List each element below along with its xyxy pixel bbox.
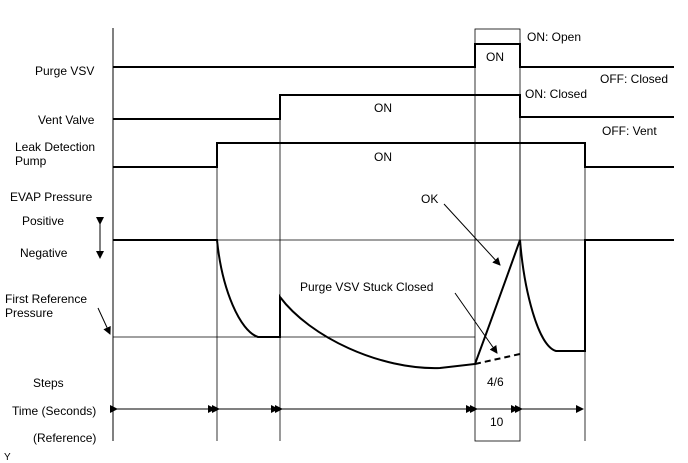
corner-mark: Y xyxy=(4,452,11,463)
steps-value: 4/6 xyxy=(487,375,504,389)
first-reference-pointer xyxy=(97,307,111,335)
vent-off-state: OFF: Vent xyxy=(602,124,657,138)
pump-waveform xyxy=(113,142,674,168)
stuck-closed-pointer xyxy=(454,292,498,354)
label-vent-valve: Vent Valve xyxy=(38,113,95,127)
vent-valve-waveform xyxy=(113,94,674,120)
purge-off-state: OFF: Closed xyxy=(600,72,668,86)
label-leak-detection-pump-line2: Pump xyxy=(15,154,47,168)
label-steps: Steps xyxy=(33,376,64,390)
vent-on-label: ON xyxy=(374,101,392,115)
pump-on-label: ON xyxy=(374,150,392,164)
label-positive: Positive xyxy=(22,214,64,228)
label-evap-pressure: EVAP Pressure xyxy=(10,190,93,204)
label-reference: (Reference) xyxy=(33,431,96,445)
label-negative: Negative xyxy=(20,246,68,260)
stuck-closed-dashed-line xyxy=(474,353,521,365)
stuck-closed-annotation: Purge VSV Stuck Closed xyxy=(300,280,433,294)
label-first-reference-line1: First Reference xyxy=(5,292,87,306)
purge-on-state: ON: Open xyxy=(527,30,581,44)
label-purge-vsv: Purge VSV xyxy=(35,64,94,78)
ok-annotation: OK xyxy=(421,192,438,206)
label-leak-detection-pump-line1: Leak Detection xyxy=(15,140,95,154)
label-first-reference-line2: Pressure xyxy=(5,306,53,320)
purge-vsv-waveform xyxy=(113,43,674,68)
ok-pointer xyxy=(443,203,501,266)
purge-on-label: ON xyxy=(486,50,504,64)
vent-on-state: ON: Closed xyxy=(525,87,587,101)
evap-pressure-curve xyxy=(113,239,674,370)
time-value: 10 xyxy=(490,415,504,429)
label-time-seconds: Time (Seconds) xyxy=(12,404,96,418)
